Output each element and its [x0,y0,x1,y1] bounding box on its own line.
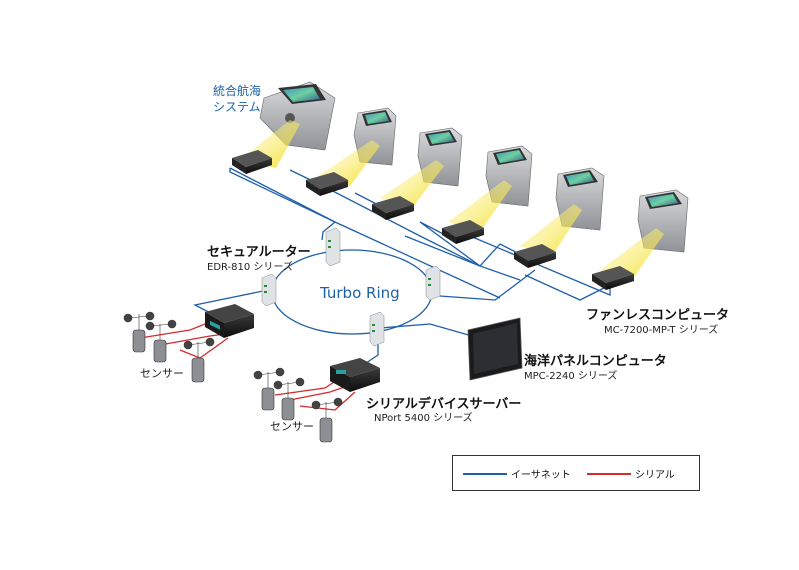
fanless-subtitle: MC-7200-MP-T シリーズ [604,325,719,336]
serial-server-1 [205,304,254,338]
legend: イーサネット シリアル [452,455,700,491]
sensor-label-1: センサー [140,367,184,380]
legend-serial-label: シリアル [635,470,675,481]
switch-bottom [369,311,385,347]
legend-ethernet: イーサネット [463,466,571,481]
serial-server-subtitle: NPort 5400 シリーズ [374,413,473,424]
console-2 [380,127,463,208]
fanless-computer-4 [442,220,484,244]
fanless-computer-2 [306,172,348,196]
switch-left [261,273,277,307]
fanless-computer-5 [514,244,556,268]
panel-title: 海洋パネルコンピュータ [524,354,667,369]
serial-server-2 [330,358,380,392]
console-3 [448,145,533,232]
legend-ethernet-swatch [463,472,507,475]
sensor-label-2: センサー [270,420,314,433]
serial-device-servers [205,304,380,392]
panel-subtitle: MPC-2240 シリーズ [524,371,618,382]
console-4 [520,167,605,256]
sensor-f [311,397,343,443]
legend-serial-swatch [587,472,631,475]
serial-server-title: シリアルデバイスサーバー [366,397,522,412]
ibs-label-line2: システム [213,100,261,114]
ring-switches [261,227,441,347]
sensors [123,311,343,443]
sensor-c [183,337,215,383]
legend-serial: シリアル [587,466,675,481]
router-subtitle: EDR-810 シリーズ [207,262,293,273]
switch-top [325,227,341,267]
fanless-computer-1 [232,150,272,174]
router-title: セキュアルーター [207,245,311,260]
ibs-label-line1: 統合航海 [213,84,262,98]
switch-right [425,265,441,301]
integrated-bridge-console [240,81,336,168]
fanless-computer-6 [592,266,634,290]
fanless-computers [232,150,634,290]
sensor-e [273,377,305,421]
marine-panel-computer [467,317,523,381]
sensor-b [145,319,177,363]
fanless-title: ファンレスコンピュータ [586,308,730,323]
fanless-computer-3 [372,196,414,220]
sensor-a [123,311,155,353]
console-5 [600,189,689,280]
sensor-d [253,367,285,411]
legend-ethernet-label: イーサネット [511,470,571,481]
turbo-ring-label: Turbo Ring [320,284,400,302]
